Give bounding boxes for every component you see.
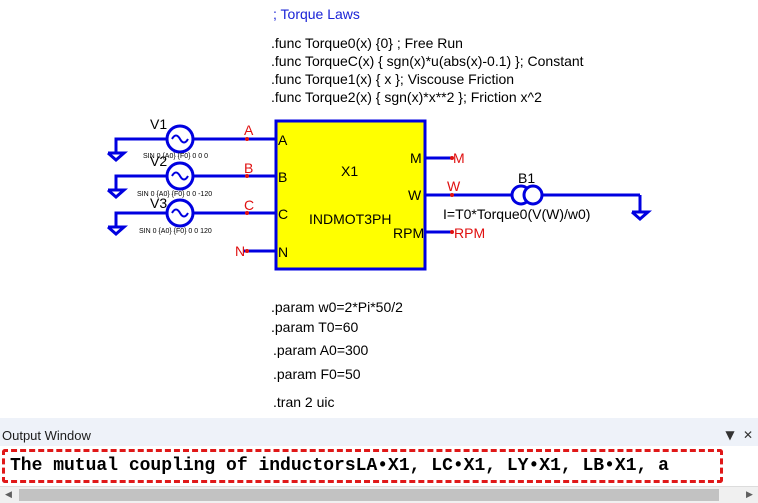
horizontal-scrollbar[interactable]: ◀ ▶ xyxy=(0,486,758,503)
wires-left[interactable] xyxy=(114,137,276,253)
net-junction-dots-right xyxy=(450,156,454,234)
net-label-w[interactable]: W xyxy=(447,178,461,194)
param-directive-4[interactable]: .param F0=50 xyxy=(273,366,361,382)
func-directive-4[interactable]: .func Torque2(x) { sgn(x)*x**2 }; Fricti… xyxy=(271,89,542,105)
motor-pin-m: M xyxy=(410,150,422,166)
output-window-content[interactable]: The mutual coupling of inductorsLA•X1, L… xyxy=(0,446,758,486)
net-label-n[interactable]: N xyxy=(235,243,245,259)
motor-pin-n: N xyxy=(278,244,288,260)
wires-right[interactable] xyxy=(425,156,642,234)
motor-model-label: INDMOT3PH xyxy=(309,211,391,227)
param-directive-2[interactable]: .param T0=60 xyxy=(271,319,359,335)
output-window-title: Output Window xyxy=(2,428,91,443)
output-window-header: Output Window ▼ ✕ xyxy=(0,424,758,446)
current-source-expression[interactable]: I=T0*Torque0(V(W)/w0) xyxy=(443,206,590,222)
source-v1-name: V1 xyxy=(150,116,167,132)
param-directive-1[interactable]: .param w0=2*Pi*50/2 xyxy=(271,299,403,315)
ground-icon xyxy=(107,151,128,236)
current-source-name: B1 xyxy=(518,170,535,186)
motor-pin-w: W xyxy=(408,187,422,203)
motor-component-body[interactable] xyxy=(274,119,427,271)
func-directive-3[interactable]: .func Torque1(x) { x }; Viscouse Frictio… xyxy=(271,71,514,87)
motor-pin-c: C xyxy=(278,206,288,222)
param-directive-3[interactable]: .param A0=300 xyxy=(273,342,369,358)
comment-torque-laws[interactable]: ; Torque Laws xyxy=(273,6,360,22)
scroll-right-icon[interactable]: ▶ xyxy=(746,490,753,500)
net-label-m[interactable]: M xyxy=(453,150,465,166)
output-message[interactable]: The mutual coupling of inductorsLA•X1, L… xyxy=(10,456,669,476)
current-source-b1[interactable] xyxy=(510,184,544,206)
sine-wave-icon xyxy=(171,134,189,144)
tran-directive[interactable]: .tran 2 uic xyxy=(273,394,334,410)
net-label-a[interactable]: A xyxy=(244,122,254,138)
motor-pin-a: A xyxy=(278,132,288,148)
schematic-drawing[interactable]: ; Torque Laws .func Torque0(x) {0} ; Fre… xyxy=(0,0,758,418)
schematic-canvas[interactable]: ; Torque Laws .func Torque0(x) {0} ; Fre… xyxy=(0,0,758,418)
ground-icon xyxy=(631,210,652,221)
motor-pin-rpm: RPM xyxy=(393,225,424,241)
func-directive-1[interactable]: .func Torque0(x) {0} ; Free Run xyxy=(271,35,463,51)
scroll-left-icon[interactable]: ◀ xyxy=(5,490,12,500)
sine-wave-icon xyxy=(171,171,189,181)
source-v3-name: V3 xyxy=(150,195,167,211)
voltage-source-v1[interactable] xyxy=(165,124,195,154)
motor-ref-label: X1 xyxy=(341,163,358,179)
scrollbar-thumb[interactable] xyxy=(19,489,719,501)
net-label-rpm[interactable]: RPM xyxy=(454,225,485,241)
source-v3-spec: SIN 0 {A0} {F0} 0 0 120 xyxy=(139,228,212,235)
source-v2-spec: SIN 0 {A0} {F0} 0 0 -120 xyxy=(137,191,212,198)
sine-wave-icon xyxy=(171,208,189,218)
close-icon[interactable]: ✕ xyxy=(742,428,754,442)
source-v1-spec: SIN 0 {A0} {F0} 0 0 0 xyxy=(143,153,208,160)
func-directive-2[interactable]: .func TorqueC(x) { sgn(x)*u(abs(x)-0.1) … xyxy=(271,53,584,69)
output-window: Output Window ▼ ✕ The mutual coupling of… xyxy=(0,418,758,503)
net-label-c[interactable]: C xyxy=(244,197,254,213)
voltage-source-v3[interactable] xyxy=(165,198,195,228)
pin-dropdown-icon[interactable]: ▼ xyxy=(725,428,735,442)
motor-pin-b: B xyxy=(278,169,287,185)
net-junction-dots xyxy=(245,137,249,253)
voltage-source-v2[interactable] xyxy=(165,161,195,191)
net-label-b[interactable]: B xyxy=(244,160,253,176)
source-v2-name: V2 xyxy=(150,153,167,169)
